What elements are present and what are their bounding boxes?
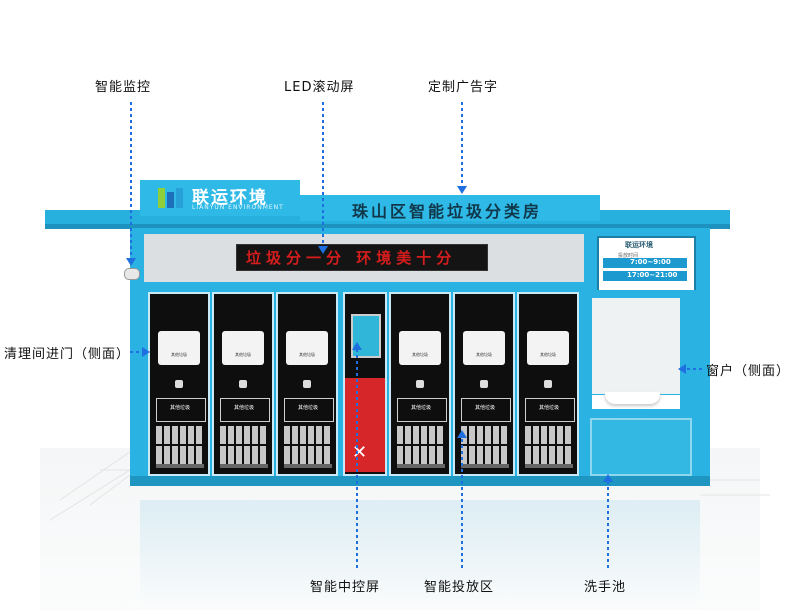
sorting-icons [397,426,445,444]
lid-label: 其他垃圾 [476,352,492,357]
bin-label: 其他垃圾 [170,405,191,411]
bin-label: 其他垃圾 [539,405,560,411]
led-screen [236,244,488,271]
kiosk-base [130,476,710,486]
bin-label: 其他垃圾 [475,405,496,411]
bin-label: 其他垃圾 [411,405,432,411]
lid-label: 其他垃圾 [171,352,187,357]
sign-board [300,195,600,221]
notice-text [461,464,509,468]
sensor [175,380,183,388]
callout-drop-zone: 智能投放区 [424,580,495,595]
window-opening [592,298,680,394]
time-bar [603,258,687,268]
bin-plate [461,398,511,422]
led-text: 垃圾分一分 环境美十分 [246,249,457,267]
cabinet-panel [590,418,692,476]
callout-service-door: 清理间进门（侧面） [4,347,131,362]
lid-panel [222,331,264,365]
callout-custom-sign: 定制广告字 [428,80,499,95]
floor-reflection [140,500,700,610]
bin-plate [220,398,270,422]
sensor [416,380,424,388]
info-screen-logo: 联运环境 [625,241,653,249]
sign-text: 珠山区智能垃圾分类房 [352,202,543,221]
control-panel [345,378,385,472]
time-text: 17:00~21:00 [627,271,678,279]
callout-sink: 洗手池 [584,580,627,595]
sorting-icons [220,446,268,464]
sensor [303,380,311,388]
info-screen-caption: 投放时间 [618,253,639,259]
callout-smart-monitoring: 智能监控 [95,80,152,95]
sensor [544,380,552,388]
sorting-icons [156,446,204,464]
lid-panel [399,331,441,365]
sensor [239,380,247,388]
time-bar [603,271,687,281]
bin-bay: 其他垃圾 其他垃圾 [212,292,274,476]
hazard-icon: ✕ [352,442,368,463]
lid-panel [286,331,328,365]
sorting-icons [461,446,509,464]
brand-subtitle: LIANYUN ENVIRONMENT [192,204,284,211]
sorting-icons [397,446,445,464]
brand-name: 联运环境 [192,188,268,208]
notice-text [284,464,332,468]
sorting-icons [284,446,332,464]
bin-bay: 其他垃圾 其他垃圾 [517,292,579,476]
notice-text [220,464,268,468]
sorting-icons [284,426,332,444]
sorting-icons [220,426,268,444]
sensor [480,380,488,388]
time-text: 7:00~9:00 [630,258,671,266]
lid-label: 其他垃圾 [540,352,556,357]
lid-panel [527,331,569,365]
lid-panel [158,331,200,365]
camera-icon [124,268,140,280]
notice-text [397,464,445,468]
sink-basin [605,392,660,404]
canopy-edge [45,224,730,229]
brand-logo-icon [158,188,183,208]
notice-text [525,464,573,468]
brand-board [140,180,300,216]
callout-window: 窗户（侧面） [706,364,791,379]
callout-control-screen: 智能中控屏 [310,580,381,595]
bin-plate [284,398,334,422]
lid-label: 其他垃圾 [412,352,428,357]
bin-bay: 其他垃圾 其他垃圾 [389,292,451,476]
sorting-icons [525,426,573,444]
sorting-icons [525,446,573,464]
lid-label: 其他垃圾 [299,352,315,357]
bin-label: 其他垃圾 [298,405,319,411]
sorting-icons [461,426,509,444]
bin-bay: 其他垃圾 其他垃圾 [276,292,338,476]
bin-label: 其他垃圾 [234,405,255,411]
bin-plate [156,398,206,422]
lid-panel [463,331,505,365]
callout-led-screen: LED滚动屏 [284,80,355,95]
bin-bay: 其他垃圾 其他垃圾 [453,292,515,476]
bin-plate [397,398,447,422]
sorting-icons [156,426,204,444]
lid-label: 其他垃圾 [235,352,251,357]
notice-text [156,464,204,468]
bin-bay: 其他垃圾 其他垃圾 [148,292,210,476]
bin-plate [525,398,575,422]
